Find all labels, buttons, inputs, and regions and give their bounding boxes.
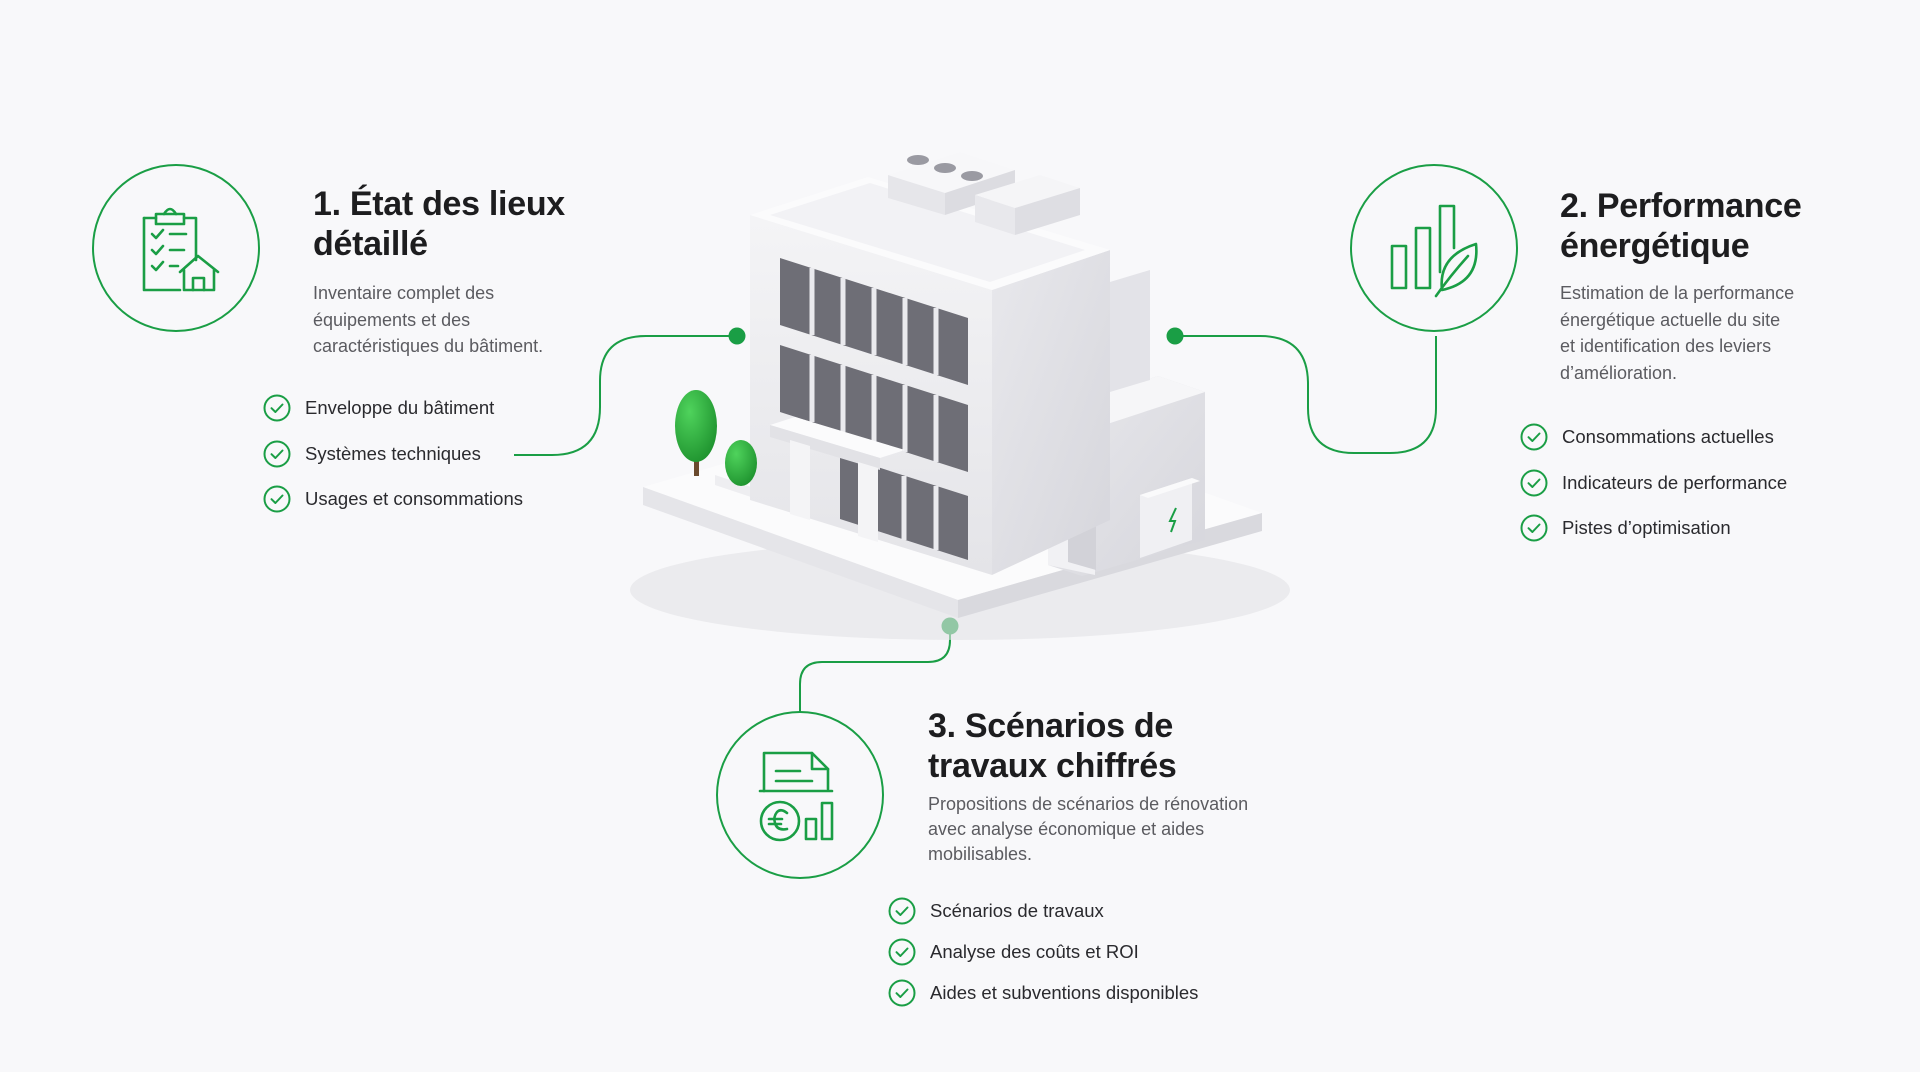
check-circle-icon — [1520, 514, 1548, 542]
check-circle-icon — [888, 979, 916, 1007]
list-item-label: Scénarios de travaux — [930, 900, 1104, 921]
section-3-title: 3. Scénarios de travaux chiffrés — [928, 706, 1177, 786]
section-1-desc-line3: caractéristiques du bâtiment. — [313, 336, 544, 356]
section-1-desc-line2: équipements et des — [313, 309, 471, 330]
check-circle-icon — [263, 440, 291, 467]
list-item: Systèmes techniques — [263, 440, 523, 468]
check-circle-icon — [263, 394, 291, 422]
section-3-icon-circle — [716, 711, 884, 879]
section-1-desc-line1: Inventaire complet des — [313, 283, 495, 303]
section-1-title-line1: 1. État des lieux — [313, 185, 565, 223]
section-2-desc-line2: énergétique actuelle du site — [1560, 309, 1781, 330]
connector-line-1 — [514, 335, 737, 456]
connector-line-3 — [799, 626, 951, 712]
section-2-desc-line4: d’amélioration. — [1560, 362, 1678, 383]
check-circle-icon — [1520, 469, 1548, 496]
section-3-title-line1: 3. Scénarios de — [928, 707, 1173, 745]
list-item: Consommations actuelles — [1520, 423, 1787, 451]
bar-chart-leaf-icon — [1390, 204, 1478, 298]
section-1-description: Inventaire complet des équipements et de… — [313, 280, 543, 360]
section-3-description: Propositions de scénarios de rénovation … — [928, 792, 1248, 867]
list-item-label: Enveloppe du bâtiment — [305, 397, 495, 418]
anchor-dot-2 — [1166, 327, 1184, 345]
section-2-title: 2. Performance énergétique — [1560, 186, 1802, 266]
section-3-checklist: Scénarios de travaux Analyse des coûts e… — [888, 897, 1198, 1020]
check-circle-icon — [1520, 423, 1548, 451]
check-circle-icon — [263, 485, 291, 513]
section-2-desc-line3: et identification des leviers — [1560, 336, 1772, 356]
list-item: Enveloppe du bâtiment — [263, 394, 523, 422]
list-item-label: Consommations actuelles — [1562, 426, 1774, 447]
list-item: Scénarios de travaux — [888, 897, 1198, 925]
section-2-desc-line1: Estimation de la performance — [1560, 283, 1795, 303]
section-1-title-line2: détaillé — [313, 225, 428, 263]
list-item-label: Aides et subventions disponibles — [930, 982, 1199, 1003]
section-2-title-line2: énergétique — [1560, 227, 1750, 265]
list-item: Analyse des coûts et ROI — [888, 938, 1198, 966]
list-item-label: Systèmes techniques — [305, 442, 481, 464]
clipboard-house-icon — [142, 207, 220, 292]
list-item-label: Usages et consommations — [305, 488, 523, 509]
section-2-description: Estimation de la performance énergétique… — [1560, 280, 1794, 386]
section-2-title-line1: 2. Performance — [1560, 187, 1802, 225]
section-2-checklist: Consommations actuelles Indicateurs de p… — [1520, 423, 1787, 560]
list-item: Aides et subventions disponibles — [888, 979, 1198, 1007]
document-euro-chart-icon — [758, 751, 834, 842]
list-item-label: Analyse des coûts et ROI — [930, 941, 1139, 962]
anchor-dot-1 — [728, 327, 746, 345]
check-circle-icon — [888, 897, 916, 925]
list-item-label: Pistes d’optimisation — [1562, 517, 1731, 538]
section-3-title-line2: travaux chiffrés — [928, 747, 1177, 785]
section-1-title: 1. État des lieux détaillé — [313, 184, 565, 264]
list-item: Pistes d’optimisation — [1520, 514, 1787, 542]
section-1-checklist: Enveloppe du bâtiment Systèmes technique… — [263, 394, 523, 531]
section-2-icon-circle — [1350, 164, 1518, 332]
check-circle-icon — [888, 938, 916, 966]
section-3-desc-line2: avec analyse économique et aides — [928, 819, 1205, 839]
connector-line-2 — [1175, 335, 1437, 454]
list-item: Usages et consommations — [263, 485, 523, 513]
list-item: Indicateurs de performance — [1520, 469, 1787, 497]
section-3-desc-line1: Propositions de scénarios de rénovation — [928, 794, 1249, 814]
list-item-label: Indicateurs de performance — [1562, 471, 1788, 493]
section-3-desc-line3: mobilisables. — [928, 844, 1033, 864]
section-1-icon-circle — [92, 164, 260, 332]
